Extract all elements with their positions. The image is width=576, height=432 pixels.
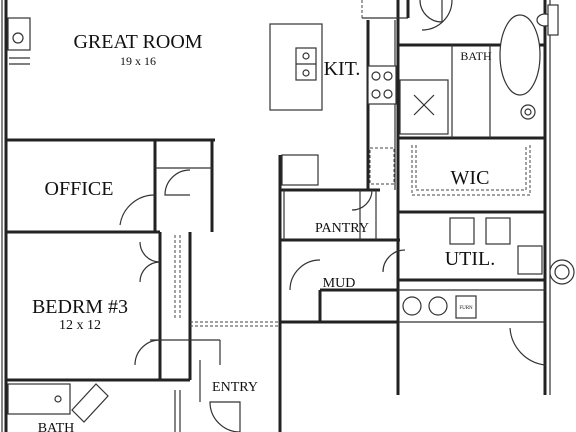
fixtures [7, 4, 575, 423]
utility-sink-1 [449, 217, 475, 245]
bedroom3-size: 12 x 12 [59, 318, 101, 333]
entry-name: ENTRY [212, 380, 258, 395]
door-swings [119, 0, 546, 432]
pantry-name: PANTRY [315, 221, 369, 236]
bath-bottom-name: BATH [38, 421, 75, 432]
kitchen-name: KIT. [324, 58, 361, 80]
furnace [455, 295, 477, 319]
water-heater [402, 296, 422, 316]
great-room-name: GREAT ROOM [73, 31, 202, 53]
great-room-cabinet [7, 17, 31, 51]
utility-sink-2 [485, 217, 511, 245]
ac-unit [549, 259, 575, 285]
walls [1, 0, 551, 432]
wic-name: WIC [451, 167, 490, 189]
washer [428, 296, 448, 316]
bedroom3-name: BEDRM #3 [32, 296, 128, 318]
util-name: UTIL. [445, 248, 496, 270]
bathtub [499, 14, 541, 96]
bottom-bath-tub [7, 383, 71, 415]
furnace-label: FURN [459, 306, 473, 311]
utility-sink-3 [517, 245, 543, 275]
fridge [281, 154, 319, 186]
office-name: OFFICE [45, 178, 114, 200]
range-cooktop [367, 65, 397, 105]
great-room-size: 19 x 16 [120, 54, 156, 68]
room-labels: GREAT ROOM 19 x 16 KIT. BATH WIC OFFICE … [32, 31, 495, 432]
mud-name: MUD [323, 276, 356, 291]
shower [399, 79, 449, 135]
bath-top-name: BATH [460, 49, 492, 63]
